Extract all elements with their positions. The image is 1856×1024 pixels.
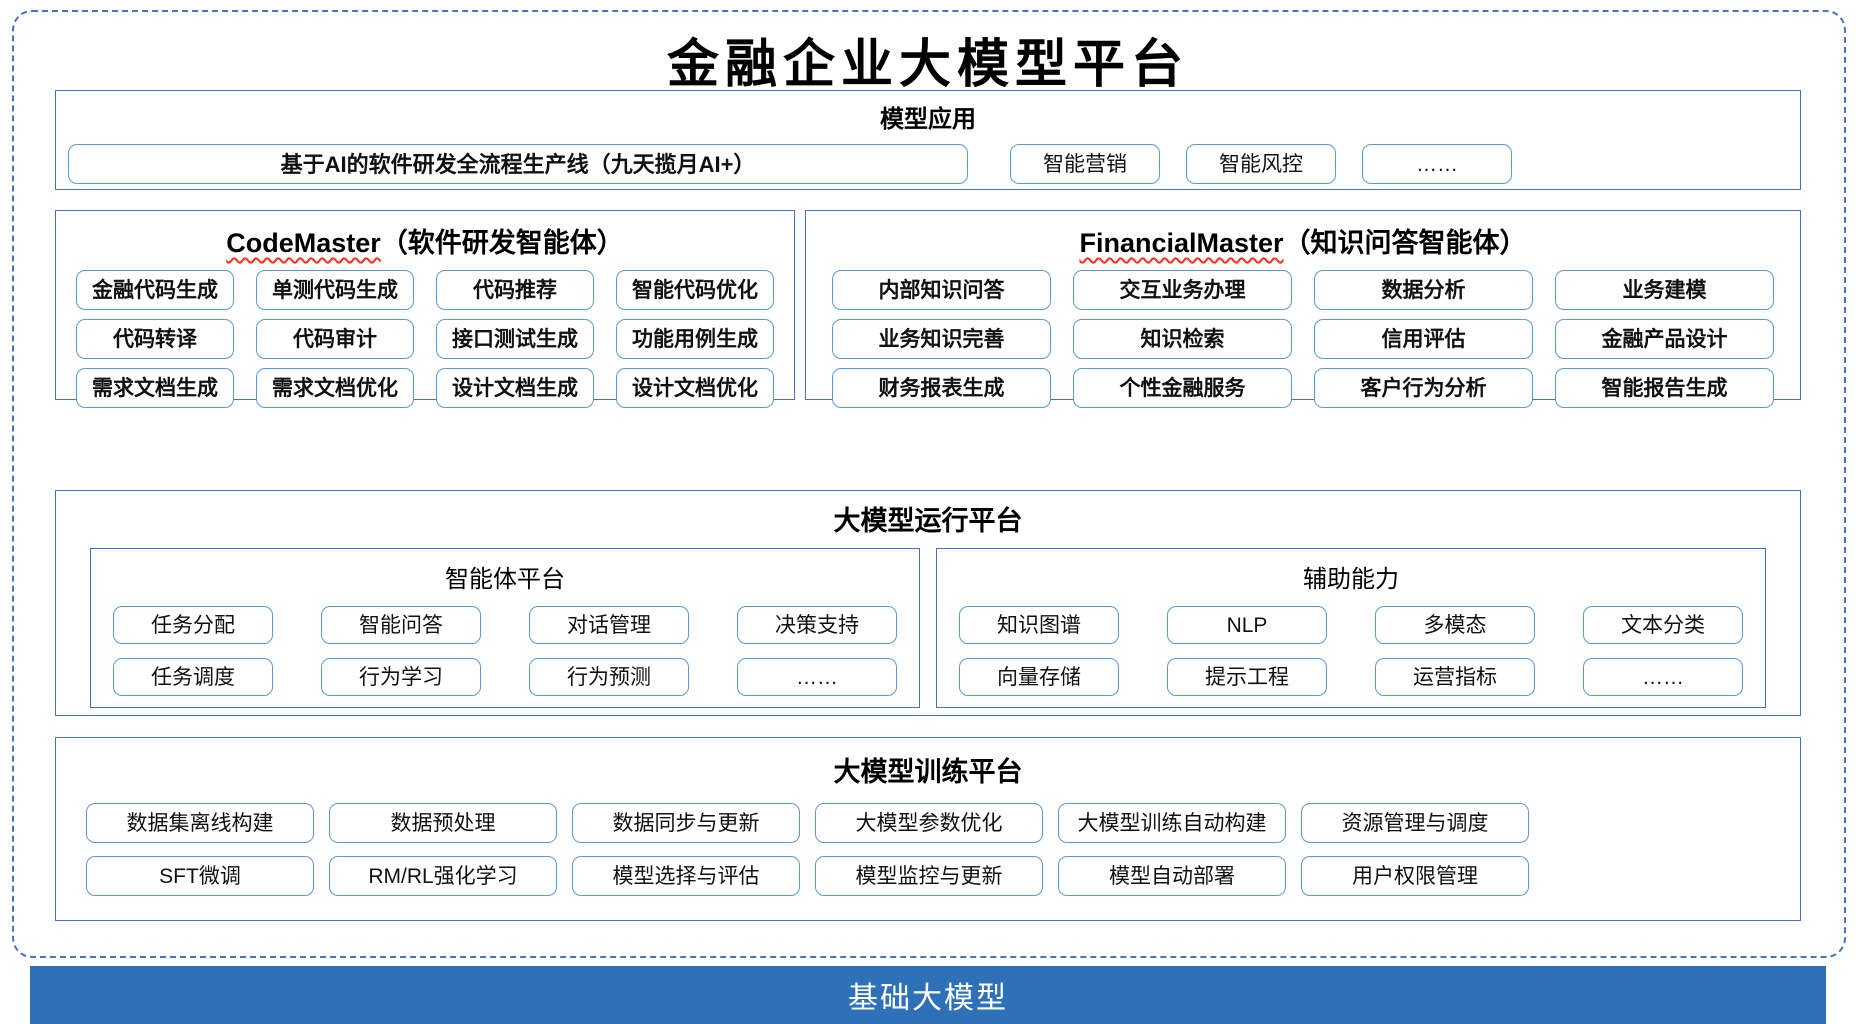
financialmaster-chip: 金融产品设计: [1555, 319, 1774, 359]
codemaster-title-en: CodeMaster: [226, 228, 381, 258]
financialmaster-title-en: FinancialMaster: [1079, 228, 1284, 258]
train-platform-chip: 数据同步与更新: [572, 803, 800, 843]
financialmaster-chip: 交互业务办理: [1073, 270, 1292, 310]
codemaster-chip: 功能用例生成: [616, 319, 774, 359]
codemaster-chip: 设计文档优化: [616, 368, 774, 408]
train-platform-chip: 数据预处理: [329, 803, 557, 843]
agent-platform-box: 智能体平台 任务分配 智能问答 对话管理 决策支持任务调度 行为学习 行为预测 ……: [90, 548, 920, 708]
aux-ability-chip: 知识图谱: [959, 606, 1119, 644]
aux-ability-chip: 提示工程: [1167, 658, 1327, 696]
agent-platform-chip: 决策支持: [737, 606, 897, 644]
agent-platform-title: 智能体平台: [445, 566, 565, 593]
codemaster-chip: 代码推荐: [436, 270, 594, 310]
financialmaster-chip: 个性金融服务: [1073, 368, 1292, 408]
ai-pipeline-chip: 基于AI的软件研发全流程生产线（九天揽月AI+）: [68, 144, 968, 184]
outer-dashed-frame: [12, 10, 1846, 958]
aux-ability-chip: 运营指标: [1375, 658, 1535, 696]
agent-platform-chip: 任务分配: [113, 606, 273, 644]
codemaster-chip: 设计文档生成: [436, 368, 594, 408]
train-platform-chip: 模型自动部署: [1058, 856, 1286, 896]
codemaster-chip: 接口测试生成: [436, 319, 594, 359]
train-platform-chip: 模型选择与评估: [572, 856, 800, 896]
codemaster-title: CodeMaster（软件研发智能体）: [76, 221, 774, 260]
train-platform-chip: 大模型参数优化: [815, 803, 1043, 843]
model-applications-row: 基于AI的软件研发全流程生产线（九天揽月AI+） 智能营销智能风控 ……: [56, 134, 1800, 184]
section-run-platform: 大模型运行平台 智能体平台 任务分配 智能问答 对话管理 决策支持任务调度 行为学习 行为…: [55, 490, 1801, 716]
aux-ability-chip: ……: [1583, 658, 1743, 696]
codemaster-chip: 单测代码生成: [256, 270, 414, 310]
train-platform-chip: RM/RL强化学习: [329, 856, 557, 896]
app-chip: ……: [1362, 144, 1512, 184]
app-chip: 智能营销: [1010, 144, 1160, 184]
base-model-bar: 基础大模型: [30, 966, 1826, 1024]
train-platform-chips: 数据集离线构建数据预处理数据同步与更新大模型参数优化大模型训练自动构建资源管理与…: [56, 789, 1800, 896]
financialmaster-title: FinancialMaster（知识问答智能体）: [832, 221, 1774, 260]
financialmaster-chip: 业务知识完善: [832, 319, 1051, 359]
base-model-label: 基础大模型: [848, 982, 1008, 1015]
train-platform-chip: 模型监控与更新: [815, 856, 1043, 896]
codemaster-box: CodeMaster（软件研发智能体） 金融代码生成单测代码生成代码推荐智能代码…: [55, 210, 795, 408]
agent-platform-chips: 任务分配 智能问答 对话管理 决策支持任务调度 行为学习 行为预测 ……: [113, 606, 897, 696]
financialmaster-chip: 业务建模: [1555, 270, 1774, 310]
codemaster-chip: 代码审计: [256, 319, 414, 359]
financialmaster-box: FinancialMaster（知识问答智能体） 内部知识问答交互业务办理数据分…: [805, 210, 1801, 408]
financialmaster-chip: 客户行为分析: [1314, 368, 1533, 408]
aux-ability-title: 辅助能力: [1303, 566, 1399, 593]
model-applications-header: 模型应用: [880, 106, 976, 133]
train-platform-chip: SFT微调: [86, 856, 314, 896]
agent-platform-chip: ……: [737, 658, 897, 696]
section-model-applications: 模型应用 基于AI的软件研发全流程生产线（九天揽月AI+） 智能营销智能风控 ……: [55, 90, 1801, 190]
page-title: 金融企业大模型平台: [666, 34, 1189, 95]
agent-platform-chip: 行为预测: [529, 658, 689, 696]
financialmaster-chips: 内部知识问答交互业务办理数据分析业务建模业务知识完善知识检索信用评估金融产品设计…: [832, 270, 1774, 408]
run-platform-header: 大模型运行平台: [833, 506, 1023, 536]
agent-platform-chip: 行为学习: [321, 658, 481, 696]
agent-platform-chip: 智能问答: [321, 606, 481, 644]
train-platform-chip: 数据集离线构建: [86, 803, 314, 843]
train-platform-header: 大模型训练平台: [833, 757, 1023, 787]
train-platform-chip: 大模型训练自动构建: [1058, 803, 1286, 843]
financialmaster-chip: 智能报告生成: [1555, 368, 1774, 408]
financialmaster-chip: 知识检索: [1073, 319, 1292, 359]
aux-ability-chip: 文本分类: [1583, 606, 1743, 644]
codemaster-title-zh: （软件研发智能体）: [380, 228, 624, 258]
aux-ability-chip: 向量存储: [959, 658, 1119, 696]
financialmaster-title-zh: （知识问答智能体）: [1283, 228, 1527, 258]
codemaster-chip: 需求文档优化: [256, 368, 414, 408]
codemaster-chip: 智能代码优化: [616, 270, 774, 310]
financialmaster-chip: 内部知识问答: [832, 270, 1051, 310]
financialmaster-chip: 信用评估: [1314, 319, 1533, 359]
aux-ability-chip: NLP: [1167, 606, 1327, 644]
agent-platform-chip: 对话管理: [529, 606, 689, 644]
train-platform-chip: 用户权限管理: [1301, 856, 1529, 896]
aux-ability-chip: 多模态: [1375, 606, 1535, 644]
run-platform-subrow: 智能体平台 任务分配 智能问答 对话管理 决策支持任务调度 行为学习 行为预测 …… 辅助能…: [56, 538, 1800, 708]
codemaster-chip: 金融代码生成: [76, 270, 234, 310]
section-agents: CodeMaster（软件研发智能体） 金融代码生成单测代码生成代码推荐智能代码…: [55, 210, 1801, 408]
codemaster-chip: 需求文档生成: [76, 368, 234, 408]
aux-ability-chips: 知识图谱 NLP 多模态 文本分类向量存储 提示工程 运营指标 ……: [959, 606, 1743, 696]
agent-platform-chip: 任务调度: [113, 658, 273, 696]
aux-ability-box: 辅助能力 知识图谱 NLP 多模态 文本分类向量存储 提示工程 运营指标 ……: [936, 548, 1766, 708]
financialmaster-chip: 数据分析: [1314, 270, 1533, 310]
section-train-platform: 大模型训练平台 数据集离线构建数据预处理数据同步与更新大模型参数优化大模型训练自…: [55, 737, 1801, 921]
model-application-chips: 智能营销智能风控 ……: [1010, 144, 1512, 184]
codemaster-chips: 金融代码生成单测代码生成代码推荐智能代码优化代码转译代码审计接口测试生成功能用例…: [76, 270, 774, 408]
financialmaster-chip: 财务报表生成: [832, 368, 1051, 408]
app-chip: 智能风控: [1186, 144, 1336, 184]
codemaster-chip: 代码转译: [76, 319, 234, 359]
train-platform-chip: 资源管理与调度: [1301, 803, 1529, 843]
